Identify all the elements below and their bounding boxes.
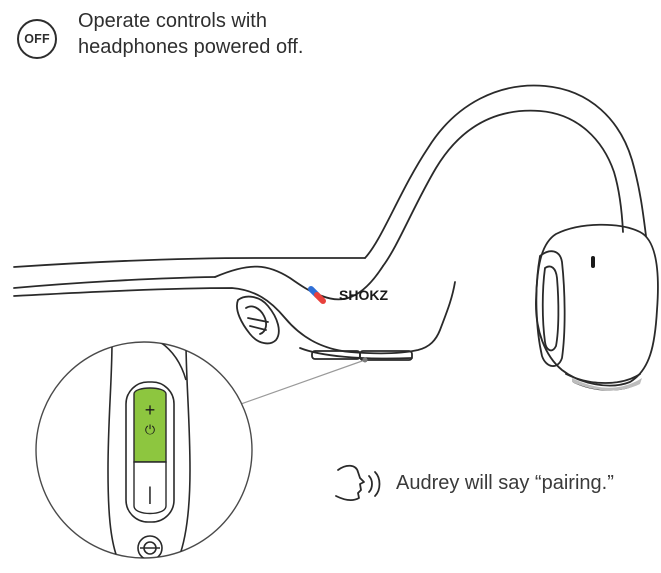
body-lower-contour [13,281,456,355]
body-top-edge-2 [13,276,216,289]
power-symbol: ⏻ [145,423,155,438]
speaking-head-icon [335,464,381,502]
minus-label: | [148,484,153,504]
plus-label: + [145,400,156,420]
neckband-outer [364,84,647,259]
voice-prompt-text: Audrey will say “pairing.” [396,472,614,494]
body-lower-edge [299,347,413,360]
instruction-line-1: Operate controls with [78,10,267,32]
button-zoom-view: + ⏻ | [35,341,253,559]
off-badge-label: OFF [24,32,50,46]
neckband-inner [382,109,624,267]
earpiece-indicator [591,256,595,268]
instruction-text: Operate controls with headphones powered… [78,8,408,60]
earpiece-pad-inner [541,265,560,352]
body-upper-contour [214,265,384,301]
side-button-housing [236,295,280,345]
instruction-line-2: headphones powered off. [78,36,304,58]
volume-down-button [133,461,167,515]
body-top-edge [13,257,366,268]
shokz-logo-mark [308,286,326,304]
earpiece-pad-outer [535,250,566,367]
power-off-icon: OFF [17,19,57,59]
volume-up-power-button [133,387,167,463]
earpiece-outer [535,223,659,387]
shokz-wordmark: SHOKZ [339,287,388,303]
bottom-button-right [359,350,413,361]
